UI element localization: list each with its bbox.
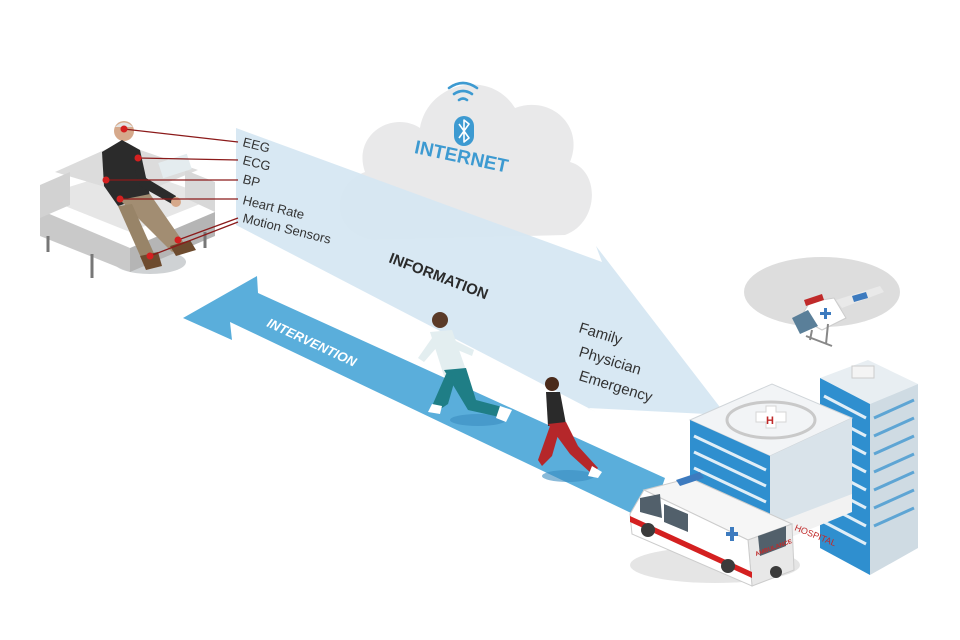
helicopter <box>744 257 900 347</box>
hospital-building: H HOSPITAL <box>688 360 918 575</box>
ambulance: AMBULANCE <box>629 472 800 587</box>
information-arrow <box>236 128 726 415</box>
sensor-label-bp: BP <box>241 171 261 190</box>
sensor-dots <box>102 125 182 260</box>
wifi-icon <box>447 81 479 102</box>
helipad-mark: H <box>766 415 774 427</box>
sensor-label-ecg: ECG <box>241 152 272 173</box>
sensor-label-eeg: EEG <box>241 134 271 155</box>
sensor-connectors <box>106 128 239 257</box>
running-man <box>418 312 512 426</box>
bluetooth-icon <box>454 116 474 146</box>
running-woman <box>538 377 602 482</box>
